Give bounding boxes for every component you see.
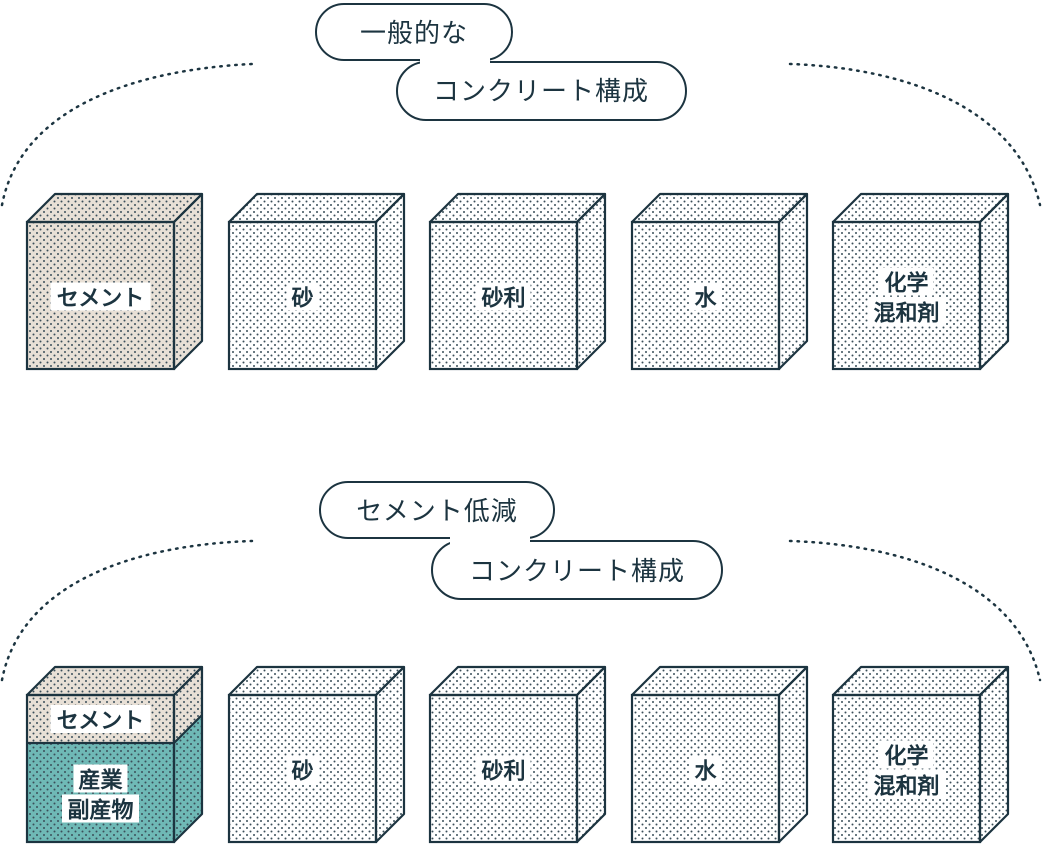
dotted-arc-right (788, 539, 1042, 682)
box-row: セメント産業副産物砂砂利水化学混和剤 (25, 665, 1010, 844)
title-line2: コンクリート構成 (433, 77, 649, 107)
label-background (287, 755, 318, 784)
component-box-plain: 砂利 (428, 665, 607, 844)
box-label: 砂利 (481, 286, 525, 312)
title-line1: セメント低減 (356, 497, 517, 527)
component-box-plain: 水 (630, 665, 809, 844)
dotted-arc-left (0, 539, 254, 682)
component-box-cement: セメント (25, 192, 204, 371)
section-reduced: セメント低減 コンクリート構成 セメント産業副産物砂砂利水化学混和剤 (0, 481, 1042, 844)
label-background (62, 794, 139, 823)
box-label: 水 (694, 287, 717, 312)
title-line1: 一般的な (360, 19, 468, 49)
label-background (690, 282, 721, 311)
label-background (50, 282, 151, 311)
title-bubble-bottom (431, 540, 723, 600)
box-label: セメント (57, 709, 145, 734)
label-background (50, 705, 151, 733)
label-background (287, 282, 318, 311)
box-label: 混和剤 (873, 301, 939, 327)
box-label: 水 (694, 760, 717, 785)
component-box-plain: 砂 (227, 192, 406, 371)
dotted-arc-left (0, 62, 254, 207)
box-label: 化学 (884, 271, 928, 297)
title-line2: コンクリート構成 (469, 557, 685, 587)
title-bubble: 一般的な コンクリート構成 (315, 3, 687, 121)
box-label: 産業 (78, 768, 123, 794)
label-background (868, 770, 945, 799)
dotted-arc-right (788, 62, 1042, 207)
box-label: セメント (57, 287, 145, 312)
box-label: 混和剤 (873, 774, 939, 800)
box-label: 砂 (291, 759, 313, 785)
title-bubble: セメント低減 コンクリート構成 (319, 481, 723, 600)
box-label: 化学 (884, 744, 928, 770)
label-background (868, 297, 945, 326)
component-box-plain: 砂利 (428, 192, 607, 371)
label-background (476, 282, 531, 311)
label-background (476, 755, 531, 784)
label-background (879, 267, 934, 296)
label-background (879, 740, 934, 769)
component-box-plain: 水 (630, 192, 809, 371)
label-background (73, 764, 128, 793)
box-label: 副産物 (67, 798, 133, 824)
title-bubble-bottom (396, 61, 687, 121)
box-label: 砂 (291, 286, 313, 312)
component-box-plain: 砂 (227, 665, 406, 844)
label-background (690, 755, 721, 784)
box-label: 砂利 (481, 759, 525, 785)
